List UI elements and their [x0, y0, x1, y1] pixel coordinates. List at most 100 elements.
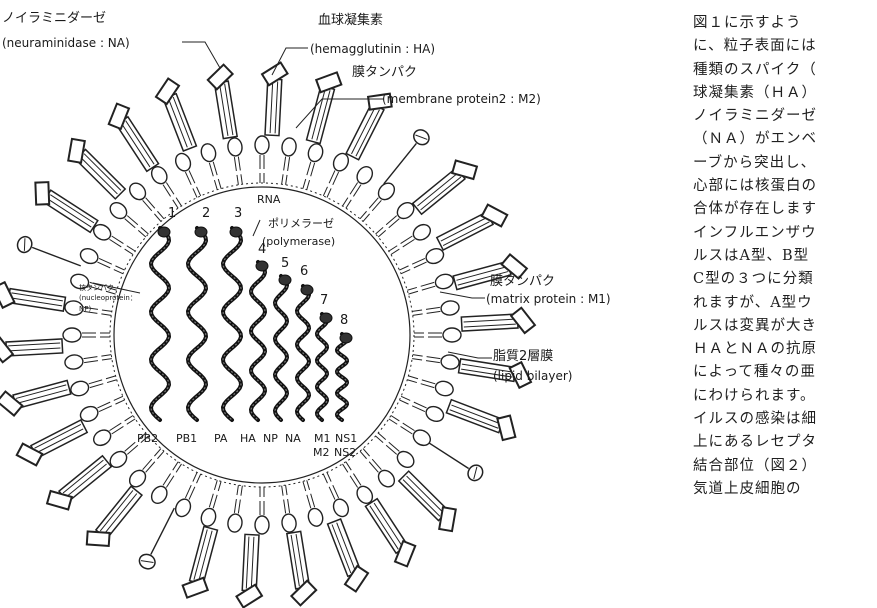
m1-tail — [389, 246, 397, 251]
article-line: 気道上皮細胞の — [693, 478, 877, 501]
m1-tail — [197, 187, 201, 196]
m1-tail — [197, 474, 201, 483]
spike — [395, 467, 465, 537]
lipid-tail — [307, 162, 311, 175]
article-line: インフルエンザウ — [693, 222, 877, 245]
lipid-tail — [234, 499, 236, 513]
lipid-tail — [311, 494, 315, 507]
spike — [42, 452, 115, 518]
spike — [59, 134, 129, 204]
lipid-head — [227, 137, 243, 157]
ha-head — [497, 416, 515, 441]
m1-label-en: (matrix protein : M1) — [486, 292, 611, 306]
lipid-unit — [78, 246, 127, 278]
lipid-head — [173, 497, 193, 519]
hemagglutinin-label-en: (hemagglutinin : HA) — [310, 42, 435, 56]
lipid-unit — [414, 328, 461, 342]
lipid-head — [63, 328, 81, 342]
m1-tail — [399, 266, 408, 270]
lipid-tail — [311, 163, 315, 176]
lipid-tail — [90, 384, 103, 388]
spike — [378, 127, 432, 189]
m2-label-en: (membrane protein2 : M2) — [382, 92, 541, 106]
m1-tail — [241, 174, 242, 184]
article-line: ーブから突出し、 — [693, 152, 877, 175]
article-line: に、粒子表面には — [693, 35, 877, 58]
lipid-unit — [126, 445, 167, 490]
m1-tail — [303, 481, 306, 491]
m1-tail — [401, 270, 410, 274]
m1-tail — [114, 270, 123, 274]
spike — [301, 68, 344, 145]
lipid-tail — [238, 500, 240, 514]
gene-label: M1 — [314, 432, 331, 445]
m1-tail — [408, 376, 418, 379]
m1-tail — [214, 180, 217, 190]
ha-rod — [96, 486, 142, 538]
lipid-unit — [397, 246, 446, 278]
lipid-unit — [338, 164, 375, 211]
article-line: 結合部位（図２） — [693, 455, 877, 478]
lipid-tail — [209, 494, 213, 507]
m1-tail — [346, 462, 351, 470]
m1-tail — [307, 480, 310, 490]
lipid-tail — [213, 162, 217, 175]
lipid-head — [255, 516, 269, 534]
m1-tail — [286, 485, 287, 495]
lipid-head — [331, 497, 351, 519]
article-line: ルスはA型、B型 — [693, 245, 877, 268]
lipid-head — [107, 199, 130, 221]
m1-tail — [391, 415, 399, 420]
lipid-unit — [199, 142, 226, 191]
article-text: 図１に示すよう に、粒子表面には 種類のスパイク（ 球凝集素（ＨＡ） ノイラミニ… — [693, 12, 877, 608]
m1-tail — [413, 355, 423, 356]
m1-tail — [125, 415, 133, 420]
m1-tail — [138, 230, 146, 237]
ha-head — [68, 139, 85, 163]
lipid-head — [199, 507, 218, 528]
lipid-head — [255, 136, 269, 154]
ha-head — [35, 182, 49, 204]
polymerase-label-jp: ポリメラーゼ — [268, 217, 334, 230]
rna-segment — [251, 262, 265, 420]
m1-tail — [125, 249, 133, 254]
polymerase-blob — [301, 285, 313, 295]
neuraminidase-label-en: (neuraminidase : NA) — [2, 36, 130, 50]
neuraminidase-leader — [182, 42, 220, 68]
lipid-unit — [91, 411, 138, 448]
lipid-unit — [173, 151, 205, 200]
rna-segment — [151, 228, 169, 420]
m1-tail — [360, 451, 367, 459]
lipid-tail — [127, 445, 138, 454]
lipid-tail — [426, 361, 440, 363]
ha-rod — [242, 534, 259, 591]
lipid-head — [440, 300, 460, 316]
lipid-unit — [126, 180, 167, 225]
lipid-head — [375, 180, 397, 203]
lipid-tail — [125, 442, 136, 451]
segment-number: 4 — [258, 242, 266, 257]
ha-head — [262, 63, 288, 86]
lipid-head — [64, 354, 84, 370]
lipid-unit — [338, 459, 375, 506]
m1-tail — [342, 464, 347, 472]
m1-tail — [154, 449, 161, 457]
article-line: 合体が存在します — [693, 198, 877, 221]
lipid-tail — [84, 361, 98, 363]
spike — [0, 375, 72, 419]
m1-tail — [157, 211, 164, 219]
m1-tail — [176, 198, 181, 206]
lipid-tail — [238, 157, 240, 171]
m1-tail — [101, 355, 111, 356]
ha-rod — [6, 339, 63, 356]
lipid-head — [126, 467, 148, 490]
spike — [434, 199, 511, 255]
m2-label-jp: 膜タンパク — [352, 65, 417, 80]
lipid-tail — [389, 442, 400, 451]
neuraminidase-label-jp: ノイラミニダーゼ — [2, 11, 106, 26]
m1-tail — [102, 359, 112, 360]
article-line: 図１に示すよう — [693, 12, 877, 35]
lipid-tail — [386, 445, 397, 454]
m1-tail — [106, 376, 116, 379]
segment-number: 7 — [320, 293, 328, 308]
